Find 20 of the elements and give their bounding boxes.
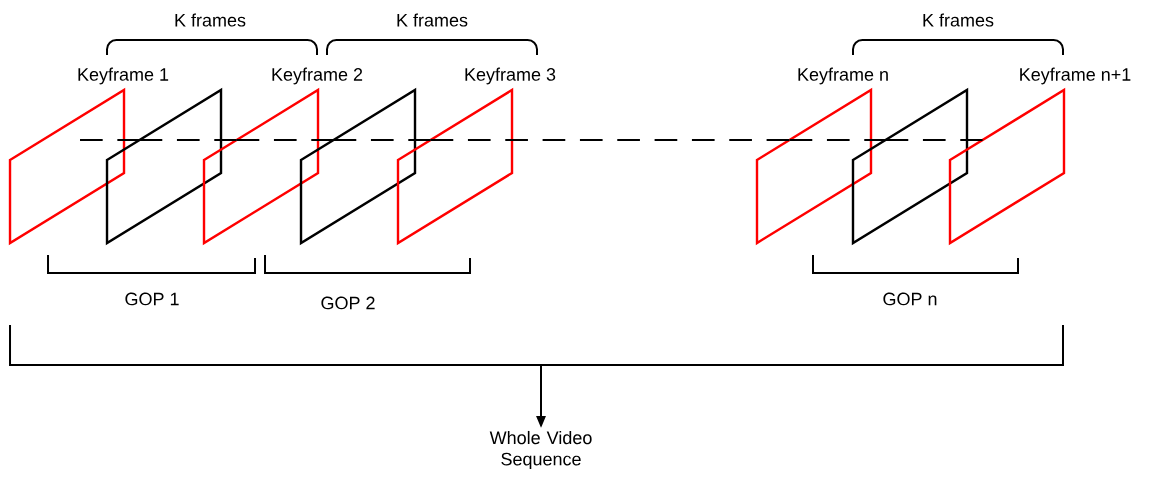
frame-label: Keyframe 3 xyxy=(465,67,556,85)
brace-label: K frames xyxy=(175,13,246,27)
caption-text: Whole Video Sequence xyxy=(489,430,592,470)
frame-label: Keyframe 2 xyxy=(272,67,363,85)
group-label: GOP n xyxy=(883,292,937,306)
frame-label: Keyframe n xyxy=(798,67,888,85)
dashed-line xyxy=(429,139,791,141)
group-label: GOP 2 xyxy=(321,296,375,310)
dashed-line xyxy=(79,139,141,141)
group-label: GOP 1 xyxy=(125,292,179,306)
frame-label: Keyframe n+1 xyxy=(1020,67,1131,85)
dashed-line xyxy=(235,139,335,141)
brace-label: K frames xyxy=(923,13,994,27)
dashed-line xyxy=(332,139,432,141)
bracket xyxy=(9,324,1064,366)
brace-label: K frames xyxy=(397,13,468,27)
dashed-line xyxy=(788,139,887,141)
frame-label: Keyframe 1 xyxy=(78,67,169,85)
dashed-line xyxy=(138,139,238,141)
dashed-line xyxy=(884,139,984,141)
